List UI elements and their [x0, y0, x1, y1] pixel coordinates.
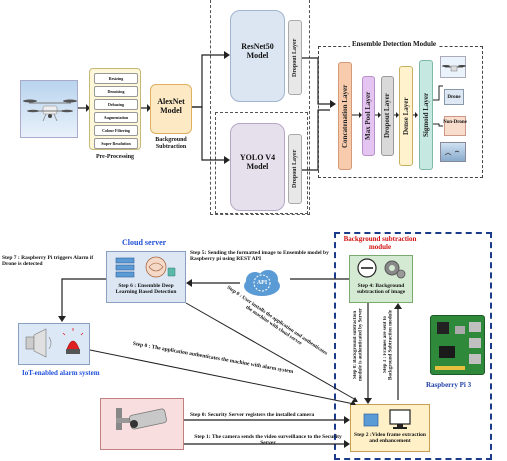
- drone-class-box: [444, 89, 464, 105]
- raspberry-pi-image: [430, 315, 485, 375]
- nondrone-sample-image: [440, 142, 466, 162]
- step7-text: Step 7 : Raspberry Pi triggers Alarm if …: [2, 255, 94, 268]
- prep-debazing: Debazing: [94, 99, 138, 110]
- alexnet-label: AlexNet Model: [157, 97, 185, 115]
- prep-resizing: Resizing: [94, 73, 138, 84]
- bg-module-title: Background subtraction module: [340, 235, 420, 252]
- drone-sample-image: [440, 56, 466, 78]
- yolov4-label: YOLO V4 Model: [239, 153, 276, 171]
- drone-class-label: Drone: [447, 95, 461, 100]
- preprocessing-box: Resizing Denoising Debazing Augmentation…: [89, 68, 141, 150]
- ensemble-layer-arrows: [352, 112, 418, 118]
- frame-extraction-box: [350, 404, 430, 452]
- alarm-system-title: IoT-enabled alarm system: [22, 369, 100, 377]
- raspberry-pi-title: Raspberry Pi 3: [426, 381, 472, 389]
- resnet50-box: [230, 10, 285, 102]
- prep-super-resolution: Super Resolution: [94, 138, 138, 149]
- alexnet-box: [150, 84, 192, 134]
- frame-extraction-icon: [363, 409, 411, 429]
- sigmoid-layer: [419, 60, 433, 170]
- cloud-server-title: Cloud server: [122, 238, 167, 247]
- nondrone-class-label: Non-Drone: [443, 120, 467, 125]
- dropout-layer-yolo: [288, 134, 302, 204]
- dropout-layer-resnet: [288, 20, 302, 95]
- api-cloud-icon: [244, 270, 280, 296]
- bg-subtraction-box: [349, 255, 413, 303]
- step4-text: Step 4: Background subtraction of image: [356, 283, 406, 296]
- dropout-layer-ensemble: [381, 76, 394, 156]
- concatenation-layer: [338, 62, 352, 170]
- nondrone-class-box: [444, 116, 466, 136]
- security-camera-icon: [116, 408, 167, 430]
- step2-text: Step 2 :Video frame extraction and enhan…: [354, 432, 426, 445]
- yolov4-box: [230, 123, 285, 211]
- dropout-label-yolo: Dropout Layer: [292, 149, 298, 189]
- step1-text: Step 1: The camera sends the video surve…: [194, 434, 342, 447]
- arrow-preprocess-to-alexnet: [141, 104, 151, 112]
- dense-layer: [399, 66, 413, 166]
- api-label: API: [256, 280, 268, 286]
- ensemble-module-label: Ensemble Detection Module: [350, 40, 438, 49]
- step3-text: Step 3 : Frames are sent to Background S…: [383, 310, 394, 380]
- alarm-siren-icon: [25, 328, 84, 358]
- arrow-input-to-preprocess: [78, 104, 90, 112]
- background-subtraction-label: Background Subtraction: [155, 137, 187, 150]
- step0-bg-server-text: Step 0: Background subtraction module is…: [353, 308, 364, 382]
- prep-augmentation: Augmentation: [94, 112, 138, 123]
- top-model-frame-right: [215, 112, 308, 214]
- preprocessing-label: Pre-Processing: [95, 154, 135, 160]
- dropout-label-resnet: Dropout Layer: [292, 38, 298, 77]
- input-drone-image: [20, 80, 78, 138]
- resnet50-label: ResNet50 Model: [241, 42, 274, 60]
- top-model-frame: [210, 0, 310, 215]
- output-arrows: [433, 85, 443, 127]
- bg-subtraction-icon: [357, 258, 406, 279]
- alexnet-branch-arrows: [192, 51, 230, 164]
- concat-label: Concatenation Layer: [341, 84, 349, 148]
- maxpool-layer: [362, 76, 375, 156]
- prep-denoising: Denoising: [94, 86, 138, 97]
- step6-text: Step 6 : Ensemble Deep Learning Based De…: [115, 283, 177, 296]
- step5-text: Step 5: Sending the formatted image to E…: [190, 250, 329, 263]
- prep-colour-filtering: Colour Filtering: [94, 125, 138, 136]
- step0-camera-text: Step 0: Security Server registers the in…: [190, 412, 315, 418]
- cloud-servers-icon: [115, 256, 176, 278]
